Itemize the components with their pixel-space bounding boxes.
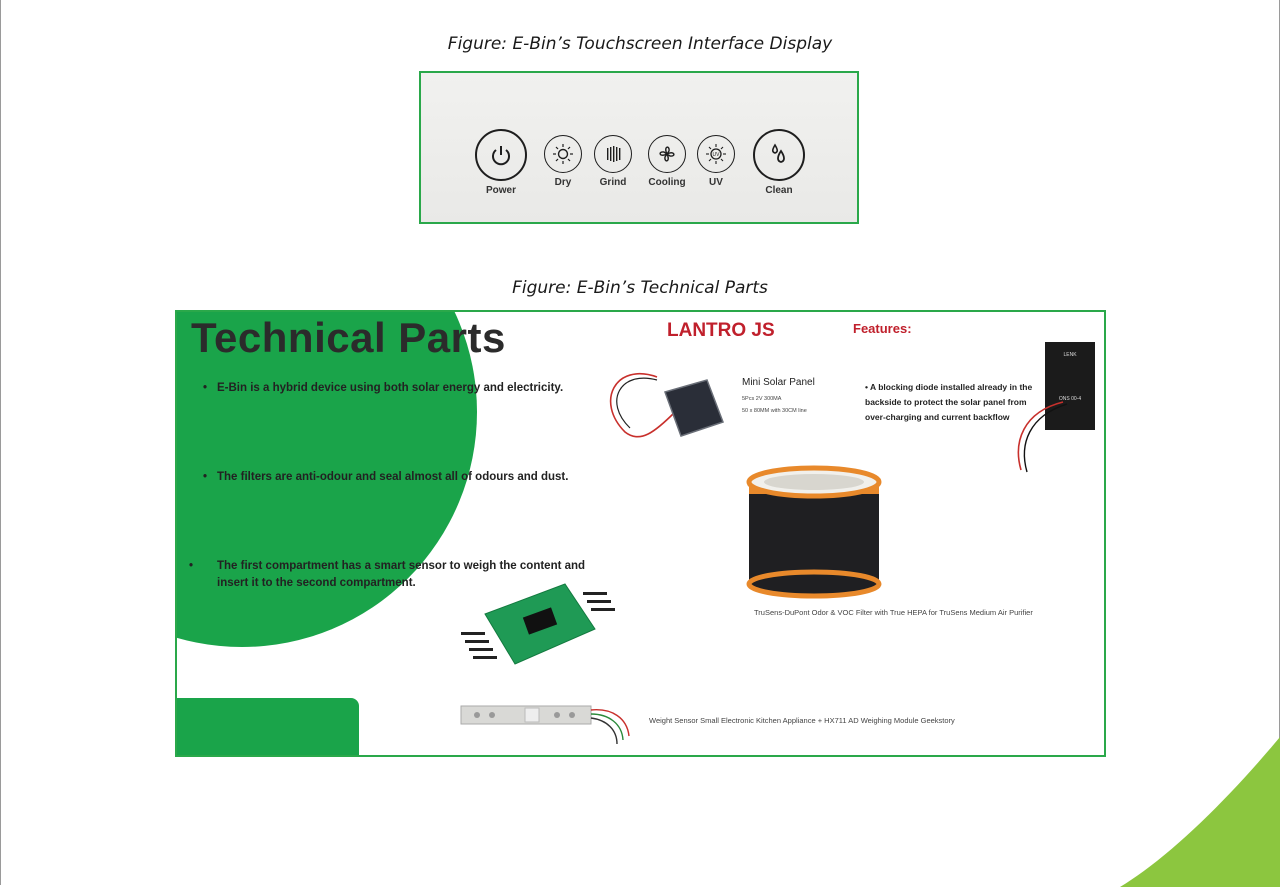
power-icon bbox=[475, 129, 527, 181]
weight-sensor-image bbox=[460, 705, 630, 745]
touchscreen-figure-caption: Figure: E-Bin’s Touchscreen Interface Di… bbox=[447, 34, 833, 54]
green-box-decoration bbox=[177, 698, 359, 755]
hepa-filter-image bbox=[746, 465, 882, 599]
sun-icon bbox=[544, 135, 582, 173]
dry-label: Dry bbox=[554, 177, 572, 188]
uv-label: UV bbox=[709, 177, 723, 188]
touchscreen-interface-figure: Power Dry Grind Cooling UV UV Clean bbox=[419, 71, 859, 224]
grind-button: Grind bbox=[593, 135, 633, 188]
diode-wire-image bbox=[1017, 401, 1068, 473]
cooling-label: Cooling bbox=[648, 177, 686, 188]
bullet-hybrid-device: •E-Bin is a hybrid device using both sol… bbox=[203, 382, 564, 394]
technical-parts-title: Technical Parts bbox=[191, 314, 506, 361]
uv-icon: UV bbox=[697, 135, 735, 173]
technical-parts-figure-caption: Figure: E-Bin’s Technical Parts bbox=[512, 278, 768, 298]
feature-item: • A blocking diode installed already in … bbox=[865, 382, 1033, 422]
weight-sensor-caption: Weight Sensor Small Electronic Kitchen A… bbox=[649, 716, 955, 725]
clean-button: Clean bbox=[751, 129, 807, 196]
bullet-filters: •The filters are anti-odour and seal alm… bbox=[203, 471, 569, 483]
clean-label: Clean bbox=[765, 185, 793, 196]
dry-button: Dry bbox=[543, 135, 583, 188]
features-heading: Features: bbox=[853, 321, 912, 336]
power-button: Power bbox=[473, 129, 529, 196]
box-label-top: LENK bbox=[1063, 352, 1077, 358]
droplets-icon bbox=[753, 129, 805, 181]
svg-text:UV: UV bbox=[713, 152, 721, 158]
uv-button: UV UV bbox=[696, 135, 736, 188]
hx711-module-image bbox=[461, 583, 615, 665]
technical-parts-figure: Technical Parts •E-Bin is a hybrid devic… bbox=[175, 310, 1106, 757]
grind-label: Grind bbox=[599, 177, 627, 188]
brand-name: LANTRO JS bbox=[667, 320, 775, 341]
cooling-button: Cooling bbox=[643, 135, 691, 188]
power-label: Power bbox=[485, 185, 516, 196]
solar-panel-image bbox=[609, 372, 724, 438]
grind-icon bbox=[594, 135, 632, 173]
solar-panel-name: Mini Solar Panel bbox=[742, 377, 815, 388]
box-label-mid: ONS 00-4 bbox=[1058, 396, 1082, 402]
bullet-smart-sensor: •The first compartment has a smart senso… bbox=[189, 560, 586, 589]
blocking-diode-box-image: LENK ONS 00-4 bbox=[1045, 342, 1095, 430]
solar-panel-spec-1: 5Pcs 2V 300MA bbox=[742, 396, 782, 402]
solar-panel-spec-2: 50 x 80MM with 30CM line bbox=[742, 408, 807, 414]
corner-swoosh-decoration bbox=[1120, 737, 1280, 887]
filter-caption: TruSens-DuPont Odor & VOC Filter with Tr… bbox=[754, 608, 1033, 617]
fan-icon bbox=[648, 135, 686, 173]
